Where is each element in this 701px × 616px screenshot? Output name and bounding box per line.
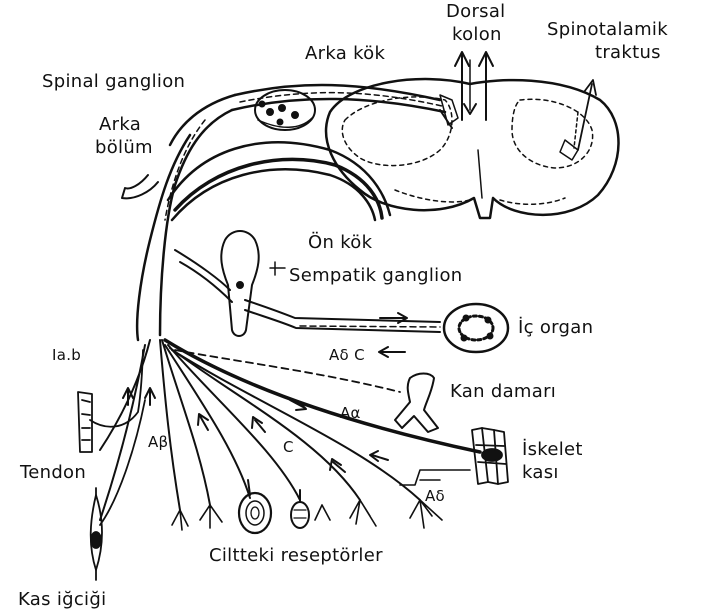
label-sempatik-ganglion: Sempatik ganglion: [289, 266, 463, 286]
dorsal-root-trunk: [122, 85, 445, 340]
label-iskelet: İskelet: [522, 440, 583, 460]
internal-organ-symbol: [444, 304, 508, 352]
label-a-beta: Aβ: [148, 432, 168, 452]
label-kan-damari: Kan damarı: [450, 382, 556, 402]
ventral-root: [168, 142, 390, 220]
dorsal-column-arrows: [455, 52, 493, 120]
label-ia-b: Ia.b: [52, 345, 81, 365]
motor-fiber-skeletal: [165, 340, 480, 461]
a-delta-fiber: [400, 470, 470, 485]
label-kolon: kolon: [452, 25, 502, 45]
label-ic-organ: İç organ: [518, 318, 593, 338]
label-arka: Arka: [99, 115, 141, 135]
label-ciltteki-reseptorler: Ciltteki reseptörler: [209, 546, 383, 566]
label-on-kok: Ön kök: [308, 233, 372, 253]
label-kas-igcigi: Kas iğciği: [18, 590, 106, 610]
label-spinotalamik: Spinotalamik: [547, 20, 668, 40]
label-dorsal: Dorsal: [446, 2, 505, 22]
label-tendon: Tendon: [20, 463, 86, 483]
blood-vessel: [395, 374, 438, 433]
encapsulated-receptors: [239, 480, 309, 533]
label-kasi: kası: [522, 463, 559, 483]
label-bolum: bölüm: [95, 138, 153, 158]
muscle-spindle: [91, 400, 145, 580]
label-a-alpha: Aα: [340, 403, 361, 423]
label-arka-kok: Arka kök: [305, 44, 385, 64]
label-traktus: traktus: [595, 43, 661, 63]
label-a-delta-c: Aδ C: [329, 345, 365, 365]
label-spinal-ganglion: Spinal ganglion: [42, 72, 185, 92]
label-c-fiber: C: [283, 437, 294, 457]
label-a-delta: Aδ: [425, 486, 445, 506]
skeletal-muscle: [472, 428, 508, 484]
free-nerve-endings: [172, 500, 442, 530]
